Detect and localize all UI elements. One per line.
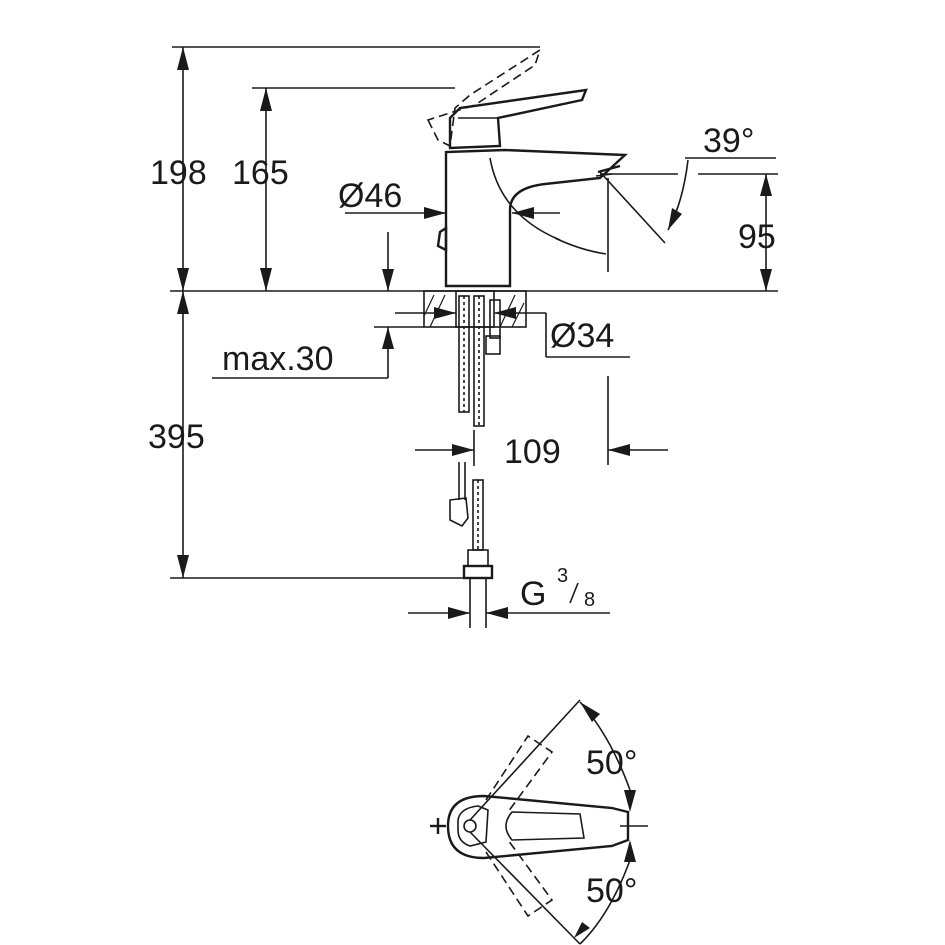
dim-max30-label: max.30 [222, 340, 334, 378]
dim-46-label: Ø46 [338, 177, 402, 215]
dim-34-label: Ø34 [550, 317, 614, 355]
hose-lower [449, 462, 494, 628]
top-center-dot [463, 819, 477, 833]
dim-spout: 39° 95 [599, 122, 778, 291]
arrow-lower-b [574, 922, 590, 938]
dim-109-label: 109 [504, 433, 561, 471]
top-lever [457, 805, 489, 847]
arrow-lower-a [624, 840, 636, 862]
dim-395-label: 395 [148, 418, 205, 456]
dim-reach: 109 [415, 376, 668, 471]
lever-raised-dashed [426, 48, 542, 148]
shanks [458, 295, 501, 427]
arc-lower [579, 859, 631, 945]
dim-g-numerator: 3 [557, 565, 568, 587]
flow-arc-lower [554, 237, 607, 255]
side-view: Ø46 39° 95 [148, 46, 778, 628]
arrow-upper-b [624, 790, 636, 812]
top-spout-outlet [505, 811, 585, 841]
dim-198-label: 198 [150, 154, 207, 192]
dim-g-label: G [520, 575, 546, 613]
lever [448, 88, 588, 150]
dim-hose: 395 [148, 291, 466, 579]
arrow-upper-a [580, 702, 600, 722]
dim-connection: G 3 8 [408, 565, 610, 619]
dim-198 [172, 46, 540, 291]
dim-165 [252, 87, 455, 291]
dim-95-label: 95 [738, 218, 776, 256]
top-view: 50° 50° [430, 699, 648, 945]
flow-arc [489, 157, 561, 241]
dim-165-label: 165 [232, 154, 289, 192]
lever-right-dashed [485, 839, 554, 918]
dim-50-upper-label: 50° [586, 744, 637, 782]
dim-50-lower-label: 50° [586, 872, 637, 910]
ref-line-lower [469, 831, 581, 945]
ref-line-upper [469, 699, 581, 821]
dim-hole-diameter: Ø34 [395, 307, 630, 358]
dim-body-diameter: Ø46 [338, 177, 560, 219]
top-body [446, 794, 630, 860]
dim-g-denominator: 8 [584, 589, 595, 611]
dim-max-deck: max.30 [212, 232, 424, 379]
dim-39-label: 39° [703, 122, 754, 160]
